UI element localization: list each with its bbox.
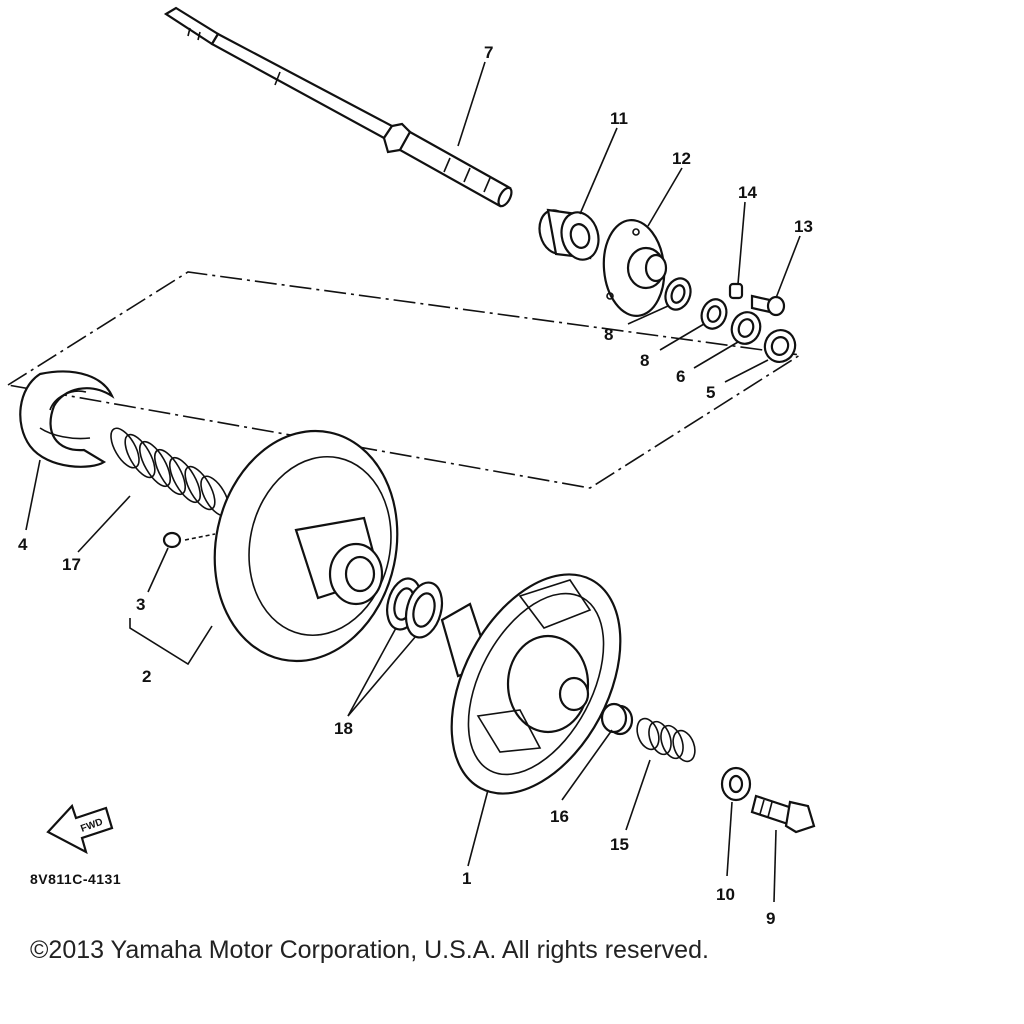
- part-label-1: 1: [462, 869, 471, 888]
- part-label-3: 3: [136, 595, 145, 614]
- washer: [720, 766, 752, 802]
- part-label-14: 14: [738, 183, 757, 202]
- bearing: [538, 208, 600, 261]
- part-label-15: 15: [610, 835, 629, 854]
- washers-group: [664, 277, 797, 363]
- roller: [600, 702, 634, 736]
- cam-cover: [19, 370, 115, 468]
- part-label-12: 12: [672, 149, 691, 168]
- spring: [110, 427, 230, 517]
- part-label-8b: 8: [640, 351, 649, 370]
- small-spring: [636, 717, 696, 763]
- part-label-17: 17: [62, 555, 81, 574]
- forward-direction-marker: FWD: [46, 803, 114, 855]
- part-label-2: 2: [142, 667, 151, 686]
- drawing-code: 8V811C-4131: [30, 871, 121, 887]
- part-label-10: 10: [716, 885, 735, 904]
- bolt: [750, 794, 816, 834]
- part-label-11: 11: [610, 109, 628, 128]
- part-labels: 7 11 12 14 13 8 8 6 5 4 17 3 2 18 1 16 1…: [18, 43, 813, 928]
- assembly-boundary: [7, 271, 803, 489]
- part-label-8a: 8: [604, 325, 613, 344]
- part-label-13: 13: [794, 217, 813, 236]
- fixed-sheave: [213, 429, 399, 663]
- part-label-9: 9: [766, 909, 775, 928]
- part-label-4: 4: [18, 535, 28, 554]
- leader-lines: [25, 61, 801, 903]
- copyright-notice: ©2013 Yamaha Motor Corporation, U.S.A. A…: [30, 936, 709, 964]
- part-label-7: 7: [484, 43, 493, 62]
- bracket: [602, 219, 668, 317]
- primary-shaft: [163, 6, 513, 208]
- part-label-16: 16: [550, 807, 569, 826]
- weight: [162, 531, 216, 549]
- part-label-5: 5: [706, 383, 715, 402]
- sliding-sheave: [440, 573, 622, 795]
- part-label-6: 6: [676, 367, 685, 386]
- spacer-rings: [386, 577, 444, 639]
- part-label-18: 18: [334, 719, 353, 738]
